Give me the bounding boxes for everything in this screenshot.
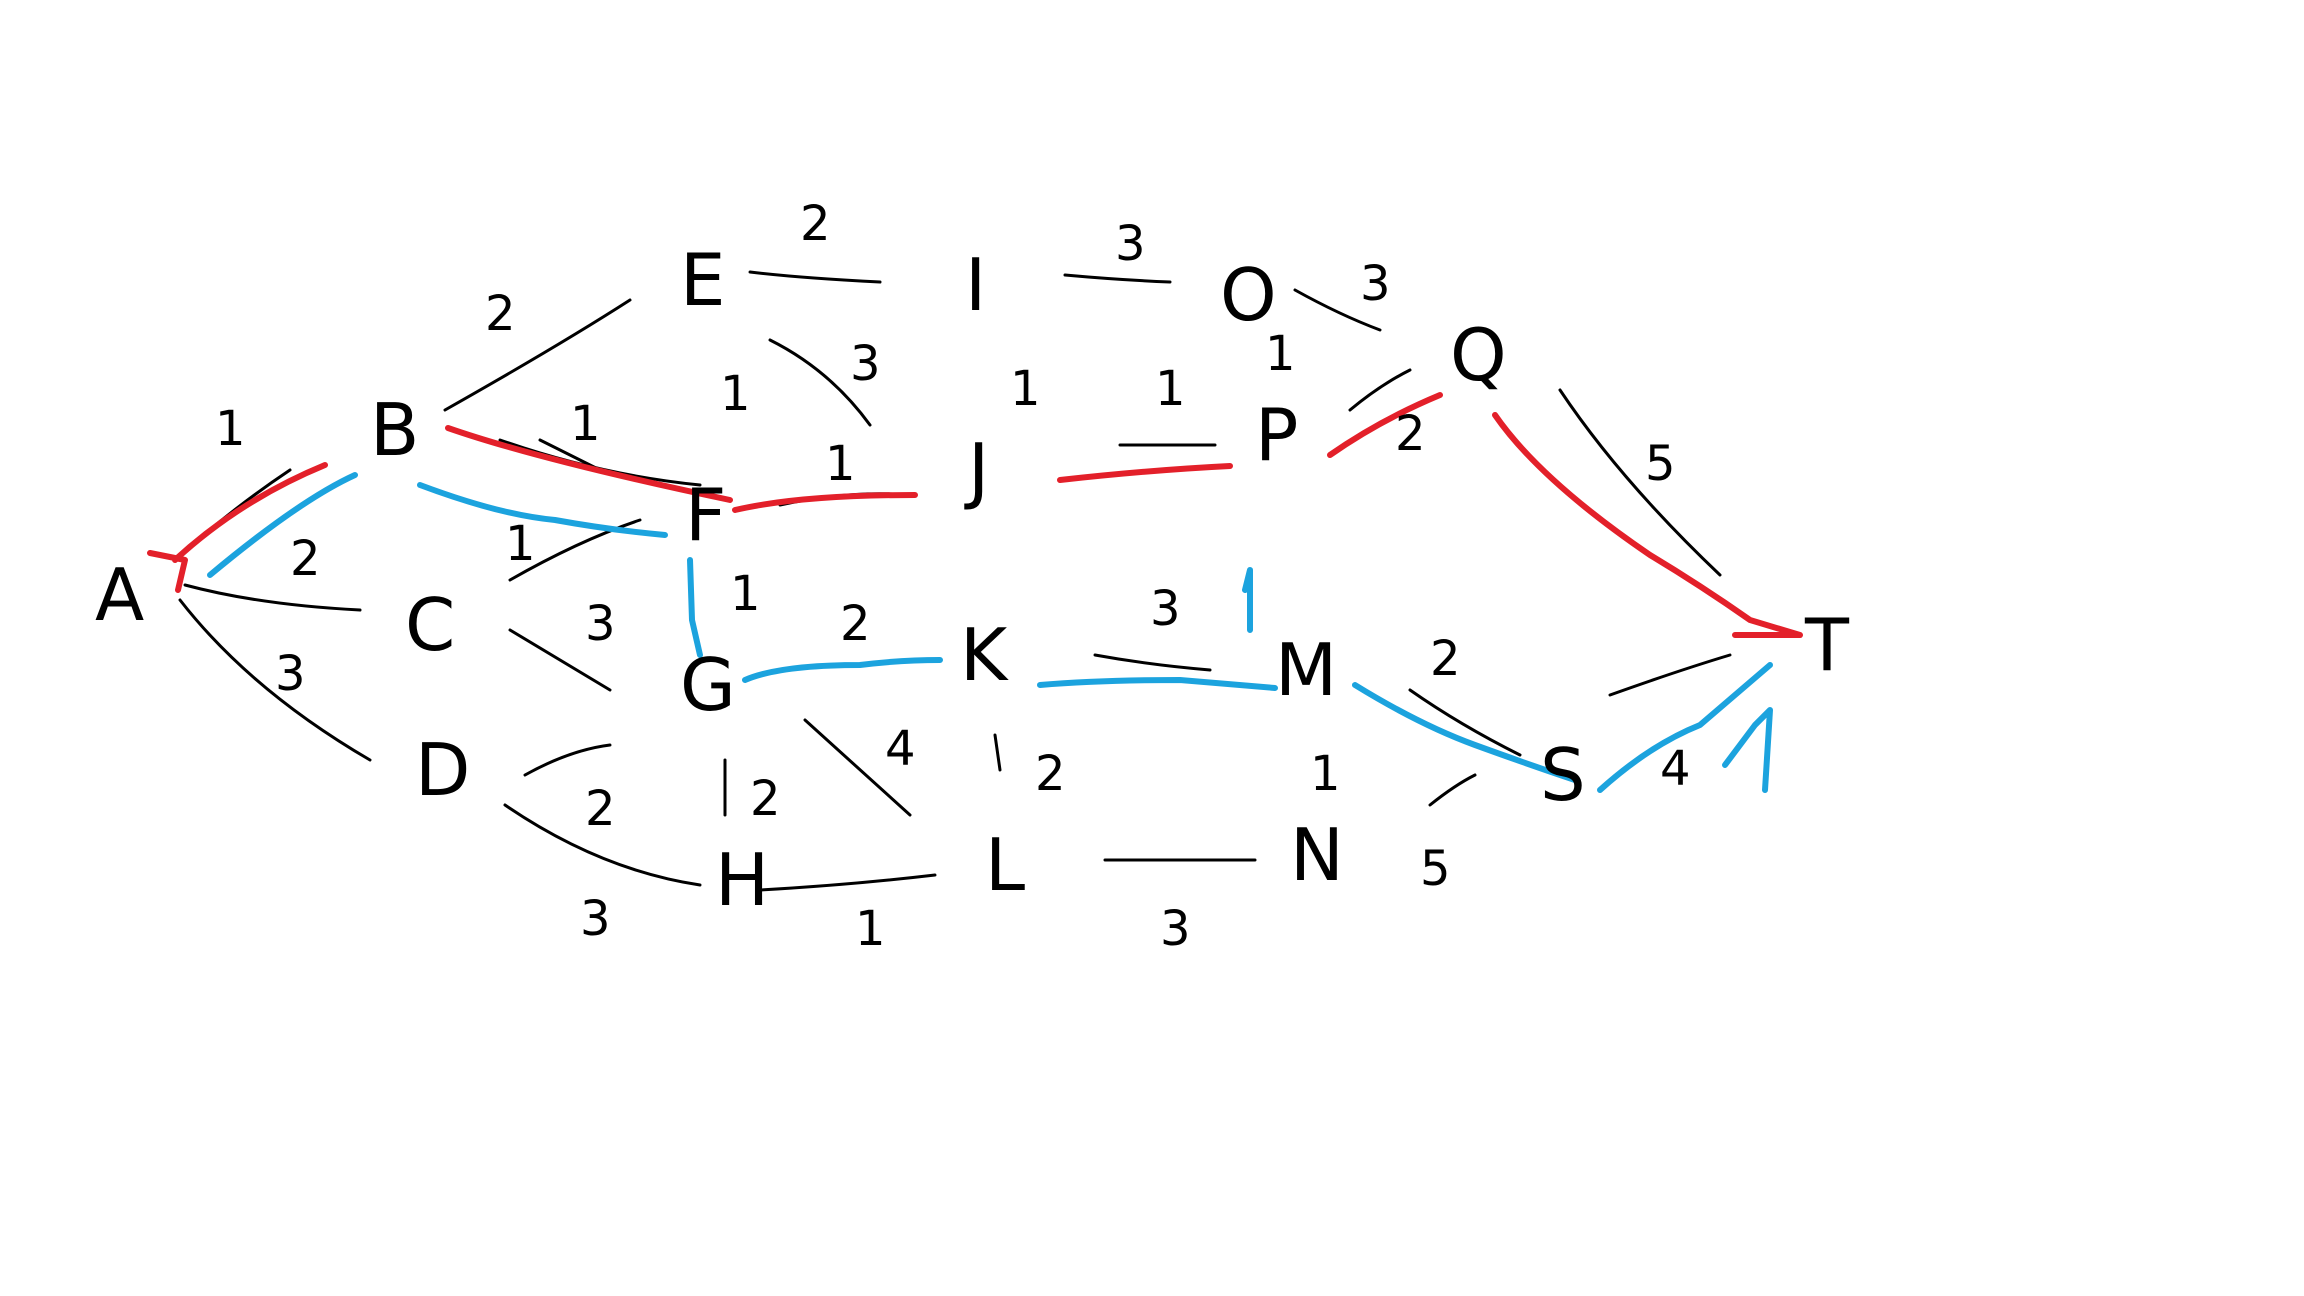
weight-o-p: 1 [1265,326,1296,382]
node-l: L [985,823,1025,907]
edge-i-o [1063,273,1172,284]
node-j: J [964,428,989,512]
blue-path [207,472,1773,793]
edge-a-c [183,583,362,612]
weight-c-g: 3 [585,596,616,652]
weight-n-s: 5 [1420,841,1451,897]
weight-s-t: 4 [1660,741,1691,797]
weight-d-h-top: 2 [585,781,616,837]
weight-g-h: 2 [750,771,781,827]
weight-h-l: 1 [855,901,886,957]
edge-g-l [803,718,912,817]
node-p: P [1255,393,1298,477]
edge-f-g [538,438,602,472]
weight-f-j: 1 [825,436,856,492]
node-c: C [405,583,455,667]
weight-g-k: 2 [840,596,871,652]
weight-a-c: 2 [290,531,321,587]
node-f: F [685,473,726,557]
edge-b-e [443,298,632,412]
node-t: T [1804,603,1850,687]
edge-c-f [508,518,642,582]
edge-e-i [748,270,882,284]
node-d: D [415,728,470,812]
weight-i-o: 3 [1115,216,1146,272]
edge-d-h-top [523,743,612,777]
node-b: B [370,388,419,472]
node-labels: A B C D E F G H I J K L M N O P Q S T [95,238,1850,922]
weight-g-l: 4 [885,721,916,777]
edge-h-l [758,873,937,892]
red-path [147,392,1803,638]
node-s: S [1540,733,1586,817]
edge-k-m [1093,653,1212,672]
weight-p-q: 2 [1395,406,1426,462]
node-h: H [715,838,769,922]
node-o: O [1220,253,1277,337]
weight-m-n: 1 [1310,746,1341,802]
weight-q-t: 5 [1645,436,1676,492]
weight-f-g: 1 [730,566,761,622]
weight-e-i: 2 [800,196,831,252]
weight-l-n: 3 [1160,901,1191,957]
edge-o-q [1293,288,1382,332]
edge-m-s [1408,688,1522,757]
edge-n-s [1428,773,1477,807]
weight-d-h-bottom: 3 [580,891,611,947]
weight-k-m: 3 [1150,581,1181,637]
node-m: M [1275,628,1337,712]
edge-d-h-bottom [503,803,702,887]
node-q: Q [1450,313,1507,397]
weight-a-b: 1 [215,401,246,457]
node-i: I [965,243,986,327]
edge-p-q [1348,368,1412,412]
edge-e-j [768,338,872,427]
weight-i-j: 1 [1010,361,1041,417]
edge-c-g [508,628,612,692]
weight-e-f: 1 [720,366,751,422]
node-e: E [680,238,726,322]
weight-k-l: 2 [1035,746,1066,802]
node-a: A [95,553,144,637]
node-k: K [960,613,1009,697]
weight-o-q: 3 [1360,256,1391,312]
node-n: N [1290,813,1344,897]
weight-m-s: 2 [1430,631,1461,687]
weight-j-p: 1 [1155,361,1186,417]
weight-c-f: 1 [505,516,536,572]
weight-b-f: 1 [570,396,601,452]
edge-q-t [1558,388,1722,577]
edge-a-d [178,598,372,762]
edge-k-l [993,733,1002,772]
weight-a-d: 3 [275,646,306,702]
weight-b-e: 2 [485,286,516,342]
weight-e-j: 3 [850,336,881,392]
node-g: G [680,643,736,727]
edge-s-t [1608,653,1732,697]
weight-labels: 1 2 3 2 1 1 3 2 3 2 1 3 1 1 2 2 4 1 3 1 … [215,196,1691,957]
